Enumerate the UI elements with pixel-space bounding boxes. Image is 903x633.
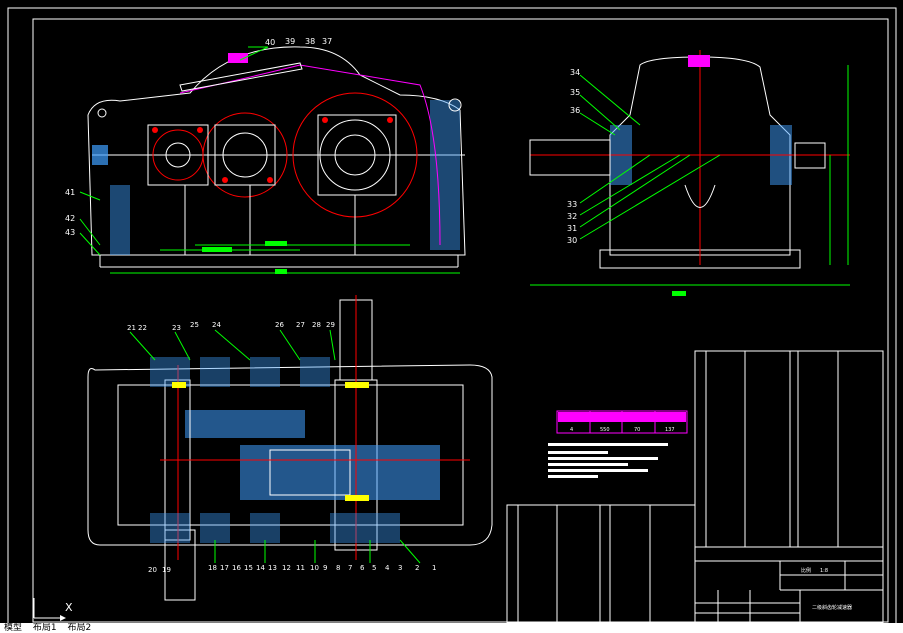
callout-13: 13 [268, 564, 277, 572]
callout-32: 32 [567, 212, 577, 221]
callout-27: 27 [296, 321, 305, 329]
scale-value: 1:8 [820, 568, 828, 574]
technical-notes [548, 443, 668, 478]
spec-table: 4 550 70 137 [556, 410, 688, 434]
tab-layout2[interactable]: 布局2 [67, 623, 92, 633]
callout-31: 31 [567, 224, 577, 233]
callout-2: 2 [415, 564, 419, 572]
callout-38: 38 [305, 37, 315, 46]
callout-6: 6 [360, 564, 365, 572]
callout-37: 37 [322, 37, 332, 46]
tab-layout1[interactable]: 布局1 [32, 623, 57, 633]
callout-8: 8 [336, 564, 340, 572]
callout-40: 40 [265, 38, 275, 47]
spec-value-1: 4 [570, 427, 573, 433]
callout-23: 23 [172, 324, 181, 332]
callout-19: 19 [162, 566, 171, 574]
callout-9: 9 [323, 564, 327, 572]
callout-43: 43 [65, 228, 75, 237]
callout-30: 30 [567, 236, 577, 245]
callout-25: 25 [190, 321, 199, 329]
tab-model[interactable]: 模型 [4, 623, 23, 633]
callout-11: 11 [296, 564, 305, 572]
callout-39: 39 [285, 37, 295, 46]
parts-list-lower [506, 504, 696, 624]
callout-28: 28 [312, 321, 321, 329]
title-block: 比例 1:8 二级斜齿轮减速器 [694, 546, 884, 624]
ucs-icon: X [33, 598, 73, 621]
callout-24: 24 [212, 321, 221, 329]
ucs-x-label: X [65, 601, 73, 614]
spec-value-3: 70 [634, 427, 640, 433]
callout-22: 22 [138, 324, 147, 332]
callout-15: 15 [244, 564, 253, 572]
callout-5: 5 [372, 564, 376, 572]
callout-1: 1 [432, 564, 436, 572]
callout-16: 16 [232, 564, 241, 572]
callout-18: 18 [208, 564, 217, 572]
callout-42: 42 [65, 214, 75, 223]
callout-41: 41 [65, 188, 75, 197]
layout-tab-bar: 模型 布局1 布局2 [0, 623, 903, 633]
callout-14: 14 [256, 564, 265, 572]
callout-12: 12 [282, 564, 291, 572]
callout-10: 10 [310, 564, 319, 572]
callout-26: 26 [275, 321, 284, 329]
callout-20: 20 [148, 566, 157, 574]
spec-value-2: 550 [600, 427, 610, 433]
inner-frame [32, 18, 889, 623]
callout-7: 7 [348, 564, 352, 572]
callout-3: 3 [398, 564, 402, 572]
callout-4: 4 [385, 564, 390, 572]
callout-34: 34 [570, 68, 580, 77]
scale-label: 比例 [801, 567, 811, 574]
drawing-title: 二级斜齿轮减速器 [812, 604, 852, 611]
bottom-callouts: 20 19 18 17 16 15 14 13 12 11 10 9 8 7 6… [148, 539, 436, 574]
spec-value-4: 137 [665, 427, 675, 433]
parts-list-upper [694, 350, 884, 548]
front-view: 40 39 38 37 41 42 43 [65, 37, 466, 274]
plan-view: 21 22 23 25 24 26 27 28 29 20 19 18 17 1… [87, 295, 493, 601]
callout-17: 17 [220, 564, 229, 572]
callout-36: 36 [570, 106, 580, 115]
callout-35: 35 [570, 88, 580, 97]
callout-33: 33 [567, 200, 577, 209]
callout-29: 29 [326, 321, 335, 329]
side-view: 34 35 36 33 32 31 30 [529, 50, 850, 296]
callout-21: 21 [127, 324, 136, 332]
